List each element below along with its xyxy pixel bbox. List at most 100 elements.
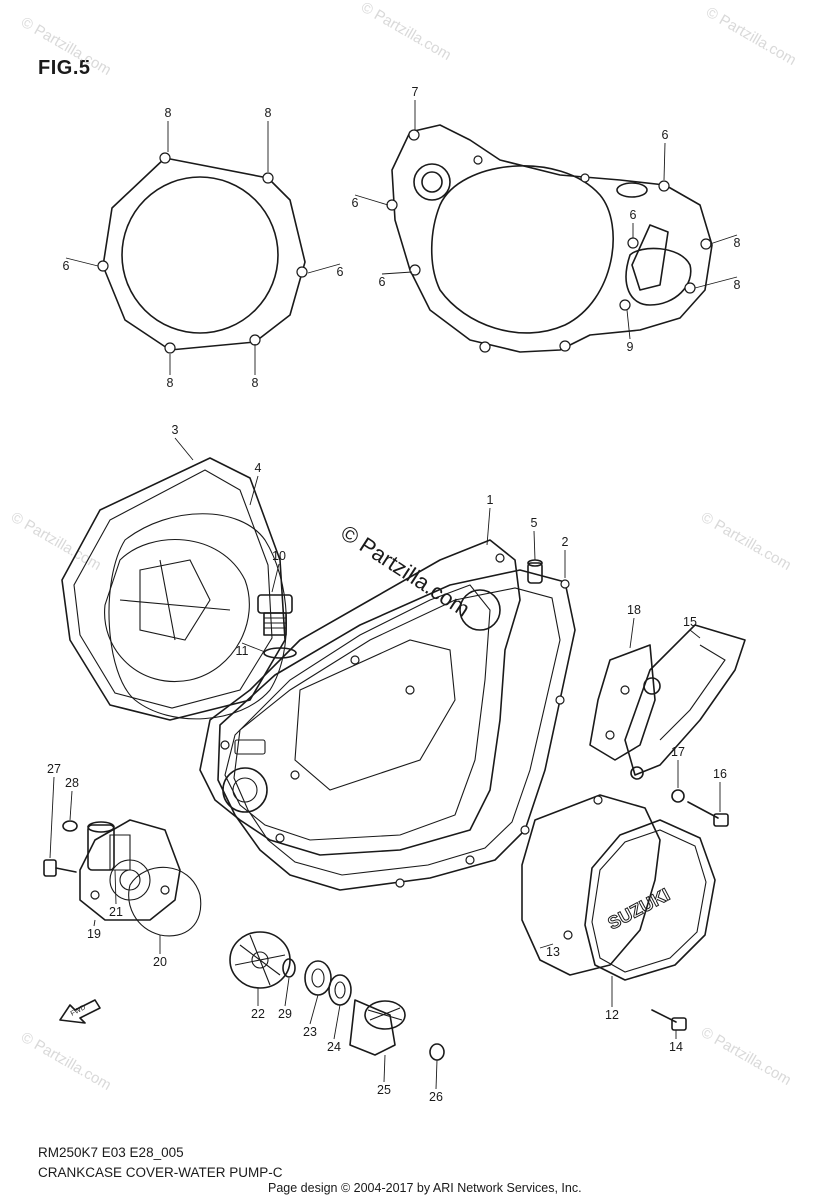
oil-seal-part-24 — [328, 974, 352, 1006]
plug-washer-part-11 — [263, 647, 297, 659]
callout-leader — [307, 263, 341, 274]
pump-shaft-gear-part-25 — [349, 999, 406, 1056]
callout-leader — [435, 1059, 438, 1090]
callout-leader — [663, 142, 666, 181]
callout-leader — [383, 1054, 386, 1083]
callout-number-24: 24 — [327, 1040, 341, 1054]
callout-leader — [486, 507, 491, 546]
crankcase-cover-gasket-outline — [386, 124, 713, 353]
diagram-description: CRANKCASE COVER-WATER PUMP-C — [38, 1165, 283, 1180]
mechanical-seal-part-23 — [304, 960, 332, 996]
callout-leader — [174, 437, 194, 461]
callout-leader — [284, 977, 290, 1007]
watermark-bottom-right: © Partzilla.com — [698, 1024, 794, 1089]
suzuki-logo: SUZUKI — [604, 884, 673, 933]
dowel-pin-part-5 — [527, 559, 543, 584]
callout-leader — [354, 194, 389, 206]
callout-leader — [533, 530, 536, 561]
callout-number-13: 13 — [546, 945, 560, 959]
crankcase-cover-gasket-part-2 — [217, 569, 576, 891]
washer-part-28 — [62, 820, 78, 832]
callout-number-9: 9 — [627, 340, 634, 354]
watermark-mid-right: © Partzilla.com — [698, 509, 794, 574]
cover-o-ring-part-4 — [108, 513, 287, 720]
callout-number-11: 11 — [236, 644, 249, 658]
watermark-top-center: © Partzilla.com — [358, 0, 454, 64]
callout-number-8: 8 — [167, 376, 174, 390]
dowel-part-21 — [109, 834, 131, 871]
callout-leader — [114, 869, 117, 905]
magneto-cover-part-12: SUZUKI — [584, 819, 716, 981]
watermark-bottom-left: © Partzilla.com — [18, 1029, 114, 1094]
bolt-part-16 — [687, 801, 729, 827]
callout-leader — [629, 617, 635, 649]
callout-leader — [709, 234, 738, 245]
callout-number-21: 21 — [109, 905, 123, 919]
pump-gasket-part-20 — [128, 866, 202, 937]
figure-title: FIG.5 — [38, 57, 91, 79]
callout-number-2: 2 — [562, 535, 569, 549]
clutch-cover-gasket-outline — [97, 152, 308, 354]
callout-number-16: 16 — [713, 767, 727, 781]
callout-number-5: 5 — [531, 516, 538, 530]
callout-number-15: 15 — [683, 615, 697, 629]
callout-leader — [49, 776, 55, 859]
callout-leader — [241, 642, 266, 653]
callout-leader — [333, 1004, 341, 1040]
watermark-top-left: © Partzilla.com — [18, 14, 114, 79]
guide-plate-part-18 — [589, 644, 656, 761]
callout-number-19: 19 — [87, 927, 101, 941]
callout-leader — [694, 276, 738, 289]
bolt-part-14 — [651, 1009, 687, 1031]
callout-leader-lines — [49, 100, 738, 1090]
callout-number-6: 6 — [63, 259, 70, 273]
callout-number-8: 8 — [265, 106, 272, 120]
callout-number-28: 28 — [65, 776, 79, 790]
callout-number-4: 4 — [255, 461, 262, 475]
callout-leader — [65, 257, 99, 267]
callout-number-8: 8 — [165, 106, 172, 120]
callout-number-8: 8 — [734, 236, 741, 250]
callout-leader — [381, 271, 413, 275]
crankcase-cover-part-1 — [199, 539, 521, 856]
callout-number-26: 26 — [429, 1090, 443, 1104]
callout-number-8: 8 — [252, 376, 259, 390]
callout-number-17: 17 — [671, 745, 685, 759]
callout-number-27: 27 — [47, 762, 61, 776]
magneto-cover-gasket-part-13 — [521, 794, 661, 976]
clutch-cover-part-3 — [61, 457, 286, 721]
callout-leader — [271, 563, 280, 593]
callout-leader — [93, 919, 96, 927]
impeller-part-22 — [229, 931, 291, 989]
callout-number-6: 6 — [662, 128, 669, 142]
callout-number-10: 10 — [272, 549, 286, 563]
callout-leader — [309, 994, 319, 1025]
watermark-top-right: © Partzilla.com — [703, 4, 799, 69]
callout-number-6: 6 — [337, 265, 344, 279]
callout-number-1: 1 — [487, 493, 494, 507]
corner-watermarks: © Partzilla.com © Partzilla.com © Partzi… — [8, 0, 799, 1094]
callout-number-23: 23 — [303, 1025, 317, 1039]
callout-number-7: 7 — [412, 85, 419, 99]
bolt-part-27 — [43, 859, 77, 877]
callout-leader — [539, 943, 554, 949]
callout-leader — [69, 790, 73, 821]
callout-number-18: 18 — [627, 603, 641, 617]
callout-number-25: 25 — [377, 1083, 391, 1097]
callout-number-14: 14 — [669, 1040, 683, 1054]
diagram-code: RM250K7 E03 E28_005 — [38, 1145, 184, 1160]
chain-guide-part-15 — [624, 624, 746, 780]
callout-number-6: 6 — [630, 208, 637, 222]
callout-number-20: 20 — [153, 955, 167, 969]
water-pump-body-part-19 — [79, 819, 181, 921]
washer-part-17 — [671, 789, 685, 803]
callout-leader — [249, 475, 259, 506]
callout-number-22: 22 — [251, 1007, 265, 1021]
forward-direction-arrow: FWD — [59, 999, 101, 1024]
callout-leader — [689, 629, 701, 639]
filler-plug-part-10 — [257, 594, 293, 636]
page-credit: Page design © 2004-2017 by ARI Network S… — [268, 1181, 582, 1195]
